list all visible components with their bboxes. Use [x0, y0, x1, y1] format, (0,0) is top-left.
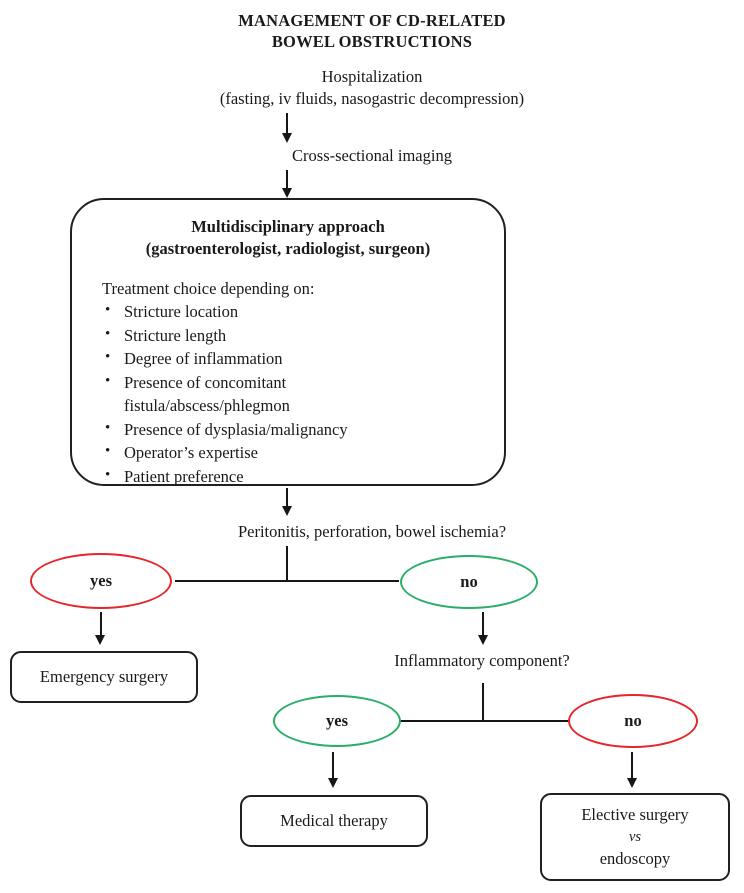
list-item: Presence of concomitant fistula/abscess/…	[102, 370, 504, 418]
decision2-stem	[482, 683, 485, 721]
decision2-no-label: no	[624, 711, 642, 730]
list-item: Presence of dysplasia/malignancy	[102, 417, 504, 442]
medical-therapy-label: Medical therapy	[280, 811, 388, 830]
arrow-head-2	[281, 188, 292, 198]
decision1-yes-label: yes	[90, 571, 112, 590]
connector-multidisciplinary-to-decision1	[286, 488, 289, 508]
emergency-surgery-label: Emergency surgery	[39, 667, 169, 686]
bullet-text-continuation: fistula/abscess/phlegmon	[124, 396, 290, 415]
decision1-question-label: Peritonitis, perforation, bowel ischemia…	[237, 522, 507, 541]
list-item: Stricture location	[102, 299, 504, 324]
list-item: Operator’s expertise	[102, 440, 504, 465]
bullet-text: Presence of dysplasia/malignancy	[124, 419, 348, 439]
connector-decision1-no-to-decision2	[482, 612, 485, 637]
connector-decision1-yes-to-emergency-surgery	[99, 612, 102, 637]
decision2-question-label: Inflammatory component?	[394, 651, 570, 670]
bullet-text: Operator’s expertise	[124, 443, 258, 462]
treatment-choice-lead: Treatment choice depending on:	[102, 279, 315, 298]
bullet-text: Degree of inflammation	[124, 349, 283, 368]
arrow-head-4	[95, 635, 105, 645]
arrow-head-1	[281, 133, 292, 143]
arrow-head-7	[626, 778, 637, 788]
node-multidisciplinary-approach: Multidisciplinary approach (gastroentero…	[70, 198, 506, 489]
arrow-head-3	[281, 506, 292, 516]
list-item: Patient preference	[102, 464, 504, 489]
bullet-text: Patient preference	[124, 466, 244, 486]
decision2-question: Inflammatory component?	[322, 650, 642, 672]
decision2-no-ellipse[interactable]: no	[568, 694, 698, 748]
title-line-1: MANAGEMENT OF CD-RELATED	[238, 11, 506, 30]
hospitalization-line-2: (fasting, iv fluids, nasogastric decompr…	[219, 88, 525, 108]
treatment-factor-list: Stricture location Stricture length Degr…	[102, 299, 504, 489]
list-item: Stricture length	[102, 323, 504, 348]
node-hospitalization: Hospitalization (fasting, iv fluids, nas…	[0, 66, 744, 109]
bullet-text: Stricture length	[124, 325, 227, 345]
bullet-text: Stricture location	[124, 302, 239, 321]
connector-hospitalization-to-imaging	[286, 113, 289, 135]
decision1-yes-ellipse[interactable]: yes	[30, 553, 172, 609]
arrow-head-6	[327, 778, 338, 788]
decision2-crossbar	[398, 720, 570, 723]
elective-line-3: endoscopy	[599, 849, 671, 868]
connector-decision2-yes-to-medical-therapy	[332, 752, 335, 780]
connector-imaging-to-multidisciplinary	[286, 170, 289, 190]
list-item: Degree of inflammation	[102, 346, 504, 371]
arrow-head-5	[477, 635, 488, 645]
connector-decision2-no-to-elective	[631, 752, 634, 780]
hospitalization-line-1: Hospitalization	[321, 67, 423, 86]
decision1-no-ellipse[interactable]: no	[400, 555, 538, 609]
imaging-label: Cross-sectional imaging	[292, 146, 452, 165]
decision1-no-label: no	[460, 572, 478, 591]
elective-vs-label: vs	[628, 829, 642, 845]
multidisciplinary-heading: Multidisciplinary approach (gastroentero…	[72, 216, 504, 260]
decision1-crossbar	[175, 580, 399, 583]
node-cross-sectional-imaging: Cross-sectional imaging	[0, 145, 744, 167]
node-emergency-surgery: Emergency surgery	[10, 651, 198, 703]
node-medical-therapy: Medical therapy	[240, 795, 428, 847]
page-title: MANAGEMENT OF CD-RELATED BOWEL OBSTRUCTI…	[0, 10, 744, 52]
title-line-2: BOWEL OBSTRUCTIONS	[271, 32, 473, 51]
multidisciplinary-heading-line-2: (gastroenterologist, radiologist, surgeo…	[145, 239, 431, 258]
elective-line-1: Elective surgery	[581, 805, 689, 824]
decision2-yes-label: yes	[326, 711, 348, 730]
bullet-text: Presence of concomitant	[124, 372, 287, 392]
decision2-yes-ellipse[interactable]: yes	[273, 695, 401, 747]
decision1-stem	[286, 546, 289, 581]
decision1-question: Peritonitis, perforation, bowel ischemia…	[0, 521, 744, 543]
node-elective-surgery-vs-endoscopy: Elective surgery vs endoscopy	[540, 793, 730, 881]
multidisciplinary-heading-line-1: Multidisciplinary approach	[191, 217, 385, 236]
